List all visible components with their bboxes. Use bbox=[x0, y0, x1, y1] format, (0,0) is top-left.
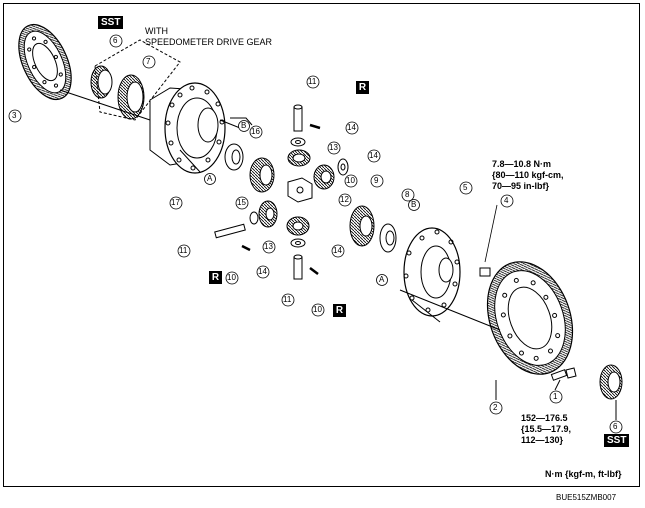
part-9: 9 bbox=[374, 176, 379, 185]
part-14-d: 14 bbox=[333, 246, 342, 255]
thrust-washer-16 bbox=[224, 143, 244, 171]
part-16: 16 bbox=[251, 127, 260, 136]
part-4: 4 bbox=[504, 196, 509, 205]
part-11-left: 11 bbox=[179, 246, 188, 255]
torque-1-line3: 112—130} bbox=[521, 435, 564, 445]
part-10-lower: 10 bbox=[313, 305, 322, 314]
bearing-lower bbox=[599, 364, 623, 400]
part-11-lower: 11 bbox=[283, 295, 292, 304]
part-2: 2 bbox=[493, 403, 498, 412]
ref-a-upper: A bbox=[207, 174, 213, 183]
pinion-shaft-block-12 bbox=[287, 177, 313, 203]
torque-1-line2: {15.5—17.9, bbox=[521, 424, 572, 434]
part-10-upper: 10 bbox=[346, 176, 355, 185]
note-speedometer: SPEEDOMETER DRIVE GEAR bbox=[145, 37, 273, 47]
ref-b-lower: B bbox=[411, 200, 417, 209]
pinion-shaft-left bbox=[214, 223, 251, 252]
part-8: 8 bbox=[405, 190, 410, 199]
torque-4-line1: 7.8—10.8 N·m bbox=[492, 159, 552, 169]
torque-1-line1: 152—176.5 bbox=[521, 413, 568, 423]
side-gear-9 bbox=[349, 205, 375, 247]
ref-b-upper: B bbox=[241, 121, 247, 130]
part-6-lower: 6 bbox=[613, 422, 618, 431]
torque-4-line2: {80—110 kgf-cm, bbox=[492, 170, 564, 180]
bolt-4 bbox=[479, 204, 498, 277]
pinion-gear-13a bbox=[287, 149, 311, 167]
washer-14d bbox=[290, 238, 306, 248]
part-1: 1 bbox=[553, 392, 558, 401]
part-14-b: 14 bbox=[369, 151, 378, 160]
speedometer-drive-gear bbox=[117, 74, 145, 120]
pinion-gear-13b bbox=[313, 164, 335, 190]
washer-14a bbox=[290, 137, 306, 147]
r-tag-upper: R bbox=[356, 81, 369, 94]
r-tag-left: R bbox=[209, 271, 222, 284]
side-gear-15 bbox=[249, 157, 275, 193]
differential-case bbox=[149, 82, 226, 174]
part-17: 17 bbox=[171, 198, 180, 207]
part-13-a: 13 bbox=[329, 143, 338, 152]
ring-gear-left bbox=[18, 23, 72, 101]
part-13-b: 13 bbox=[264, 242, 273, 251]
ring-gear-right bbox=[486, 261, 574, 375]
note-with: WITH bbox=[145, 26, 168, 36]
bolt-1 bbox=[550, 367, 577, 381]
part-14-a: 14 bbox=[347, 123, 356, 132]
part-14-c: 14 bbox=[258, 267, 267, 276]
part-10-left: 10 bbox=[227, 273, 236, 282]
pinion-shaft-upper bbox=[293, 104, 321, 132]
part-11-upper: 11 bbox=[308, 77, 317, 86]
washer-14b bbox=[337, 158, 349, 176]
figure-code: BUE515ZMB007 bbox=[556, 493, 617, 502]
part-7: 7 bbox=[146, 57, 151, 66]
pinion-gear-13c bbox=[258, 200, 278, 228]
part-12: 12 bbox=[340, 195, 349, 204]
washer-14c bbox=[249, 211, 259, 225]
thrust-washer-8 bbox=[379, 223, 397, 253]
part-9-circle bbox=[370, 174, 384, 188]
part-5: 5 bbox=[463, 183, 468, 192]
ref-a-lower: A bbox=[379, 275, 385, 284]
part-15: 15 bbox=[237, 198, 246, 207]
sst-tag-upper: SST bbox=[98, 16, 124, 29]
part-3: 3 bbox=[12, 111, 17, 120]
r-tag-lower: R bbox=[333, 304, 346, 317]
pinion-gear-13d bbox=[286, 216, 310, 236]
unit-legend: N·m {kgf-m, ft-lbf} bbox=[545, 469, 622, 479]
sst-tag-lower: SST bbox=[604, 434, 630, 447]
differential-case-half bbox=[403, 227, 461, 317]
pinion-shaft-lower bbox=[293, 254, 319, 280]
diagram-frame bbox=[3, 3, 640, 487]
part-6-upper: 6 bbox=[113, 36, 118, 45]
torque-4-line3: 70—95 in-lbf} bbox=[492, 181, 550, 191]
bearing-upper bbox=[90, 65, 113, 99]
